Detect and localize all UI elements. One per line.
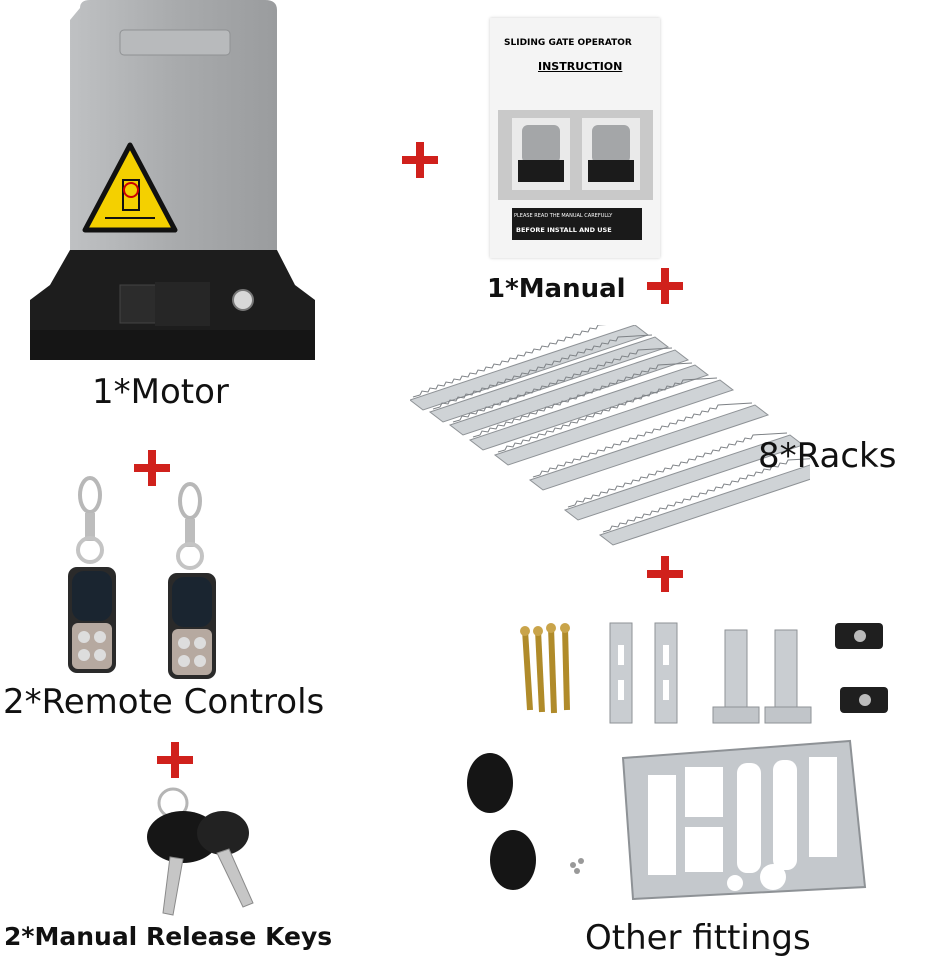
motor-label: 1*Motor bbox=[92, 372, 229, 412]
fittings-image bbox=[467, 622, 888, 901]
racks-image bbox=[410, 325, 810, 546]
plus-icon bbox=[134, 450, 170, 486]
motor-image bbox=[30, 0, 315, 360]
keys-image bbox=[147, 787, 254, 916]
remotes-image bbox=[68, 476, 218, 681]
plus-icon bbox=[647, 268, 683, 304]
manual-title: SLIDING GATE OPERATOR bbox=[504, 38, 632, 48]
warning-triangle-icon bbox=[82, 142, 178, 233]
remote-control bbox=[68, 476, 116, 673]
racks-label: 8*Racks bbox=[758, 436, 897, 476]
plus-icon bbox=[402, 142, 438, 178]
plus-icon bbox=[647, 556, 683, 592]
anchor-bolts bbox=[522, 626, 570, 714]
keys-label: 2*Manual Release Keys bbox=[4, 922, 333, 951]
manual-label: 1*Manual bbox=[487, 274, 626, 304]
fittings-label: Other fittings bbox=[585, 918, 811, 958]
plus-icon bbox=[157, 742, 193, 778]
manual-notice-1: PLEASE READ THE MANUAL CAREFULLY bbox=[514, 213, 613, 219]
manual-subtitle: INSTRUCTION bbox=[538, 60, 623, 73]
manual-cover: SLIDING GATE OPERATOR INSTRUCTION PLEASE… bbox=[490, 18, 660, 258]
remotes-label: 2*Remote Controls bbox=[3, 682, 325, 722]
manual-notice-2: BEFORE INSTALL AND USE bbox=[516, 226, 612, 234]
